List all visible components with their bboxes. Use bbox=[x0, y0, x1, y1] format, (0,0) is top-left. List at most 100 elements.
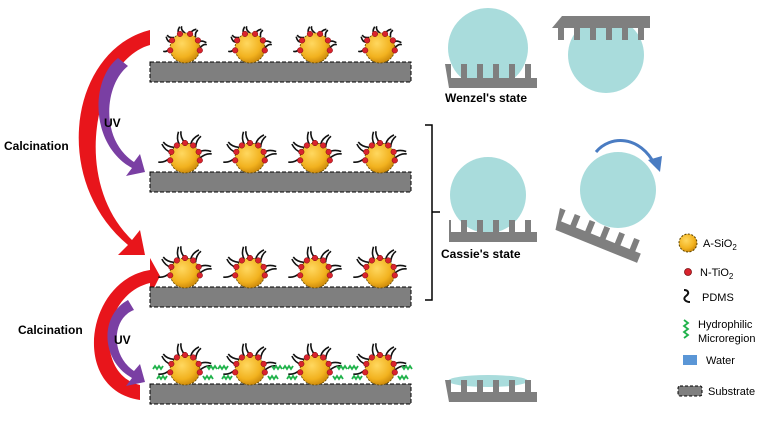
pdms-chain bbox=[180, 25, 186, 34]
ntio2-dot bbox=[368, 354, 375, 361]
coated-particle bbox=[227, 25, 273, 64]
ntio2-dot bbox=[195, 263, 202, 270]
asio2-particle bbox=[234, 257, 266, 289]
water-legend-icon bbox=[683, 355, 697, 365]
ntio2-dot bbox=[167, 157, 174, 164]
pdms-chain bbox=[389, 135, 397, 148]
pillar-substrate-tilted bbox=[555, 208, 641, 263]
pdms-chain bbox=[319, 134, 330, 145]
pdms-chain bbox=[357, 353, 370, 361]
ntio2-dot bbox=[173, 354, 180, 361]
ntio2-dot bbox=[252, 30, 259, 37]
hydrophilic-chain bbox=[202, 374, 214, 381]
water-droplet bbox=[450, 157, 526, 233]
surface-row bbox=[149, 25, 412, 83]
ntio2-dot bbox=[306, 30, 313, 37]
ntio2-dot bbox=[232, 272, 239, 279]
ntio2-dot bbox=[391, 272, 398, 279]
substrate-bar bbox=[149, 61, 412, 83]
uv-label-bottom: UV bbox=[114, 333, 131, 347]
ntio2-dot bbox=[181, 139, 189, 147]
ntio2-dot bbox=[385, 257, 392, 264]
pdms-chain bbox=[176, 343, 180, 357]
pdms-chain bbox=[194, 347, 202, 360]
ntio2-dot bbox=[190, 142, 197, 149]
pdms-chain bbox=[319, 346, 330, 357]
ntio2-legend-icon bbox=[684, 268, 692, 276]
pdms-chain bbox=[259, 29, 264, 38]
ntio2-dot bbox=[320, 142, 327, 149]
pdms-chain bbox=[245, 25, 251, 34]
ntio2-dot bbox=[376, 351, 384, 359]
pillar-substrate-inverted bbox=[552, 16, 650, 40]
pdms-chain bbox=[254, 249, 265, 260]
ntio2-dot bbox=[168, 148, 175, 155]
cassie-bracket bbox=[425, 124, 440, 301]
legend: A-SiO2 N-TiO2 PDMS Hydrophilic Microregi… bbox=[677, 233, 755, 398]
coated-particle bbox=[288, 131, 342, 174]
ntio2-dot bbox=[368, 142, 375, 149]
ntio2-dot bbox=[362, 47, 369, 54]
pdms-chain bbox=[324, 29, 329, 38]
pdms-chain bbox=[194, 250, 202, 263]
pdms-chain bbox=[227, 256, 240, 264]
ntio2-dot bbox=[303, 354, 310, 361]
ntio2-dot bbox=[297, 157, 304, 164]
pdms-chain bbox=[176, 246, 180, 260]
ntio2-dot bbox=[241, 30, 248, 37]
pdms-chain bbox=[389, 29, 394, 38]
pdms-chain bbox=[384, 249, 395, 260]
pdms-chain bbox=[357, 256, 370, 264]
coated-particle bbox=[152, 343, 218, 386]
ntio2-dot bbox=[261, 369, 268, 376]
hydrophilic-legend-icon bbox=[682, 319, 690, 339]
pdms-chain bbox=[375, 25, 381, 34]
ntio2-dot bbox=[298, 263, 305, 270]
pdms-chain bbox=[296, 34, 305, 39]
legend-pdms: PDMS bbox=[702, 292, 734, 304]
ntio2-dot bbox=[382, 30, 389, 37]
wenzel-inverted bbox=[552, 16, 650, 93]
coated-particle bbox=[288, 246, 342, 289]
pdms-chain bbox=[292, 256, 305, 264]
hydrophilic-chain bbox=[286, 374, 298, 381]
ntio2-dot bbox=[233, 263, 240, 270]
pdms-chain bbox=[241, 246, 245, 260]
pdms-chain bbox=[241, 343, 245, 357]
ntio2-dot bbox=[299, 37, 306, 44]
ntio2-dot bbox=[176, 30, 183, 37]
pdms-chain bbox=[264, 268, 277, 274]
ntio2-dot bbox=[391, 47, 398, 54]
ntio2-dot bbox=[317, 30, 324, 37]
ntio2-dot bbox=[238, 257, 245, 264]
pillar-substrate bbox=[445, 380, 537, 402]
substrate-bar bbox=[149, 171, 412, 193]
ntio2-dot bbox=[311, 351, 319, 359]
hydrophilic-chain bbox=[397, 374, 409, 381]
pdms-chain bbox=[389, 347, 397, 360]
pdms-chain bbox=[324, 135, 332, 148]
ntio2-dot bbox=[325, 360, 332, 367]
legend-hydrophilic-2: Microregion bbox=[698, 333, 755, 345]
ntio2-dot bbox=[389, 37, 396, 44]
ntio2-dot bbox=[298, 360, 305, 367]
pdms-chain bbox=[292, 141, 305, 149]
pdms-chain bbox=[162, 256, 175, 264]
ntio2-dot bbox=[234, 37, 241, 44]
ntio2-dot bbox=[385, 354, 392, 361]
hydrophilic-chain bbox=[351, 374, 363, 381]
coated-particle bbox=[347, 343, 413, 386]
ntio2-dot bbox=[232, 157, 239, 164]
ntio2-dot bbox=[173, 142, 180, 149]
pdms-chain bbox=[264, 43, 273, 49]
asio2-particle bbox=[234, 354, 266, 386]
ntio2-dot bbox=[196, 369, 203, 376]
ntio2-dot bbox=[325, 148, 332, 155]
ntio2-dot bbox=[259, 37, 266, 44]
asio2-particle bbox=[169, 354, 201, 386]
pdms-chain bbox=[384, 346, 395, 357]
pdms-chain bbox=[189, 249, 200, 260]
ntio2-dot bbox=[391, 369, 398, 376]
ntio2-dot bbox=[255, 257, 262, 264]
pdms-chain bbox=[199, 268, 212, 274]
